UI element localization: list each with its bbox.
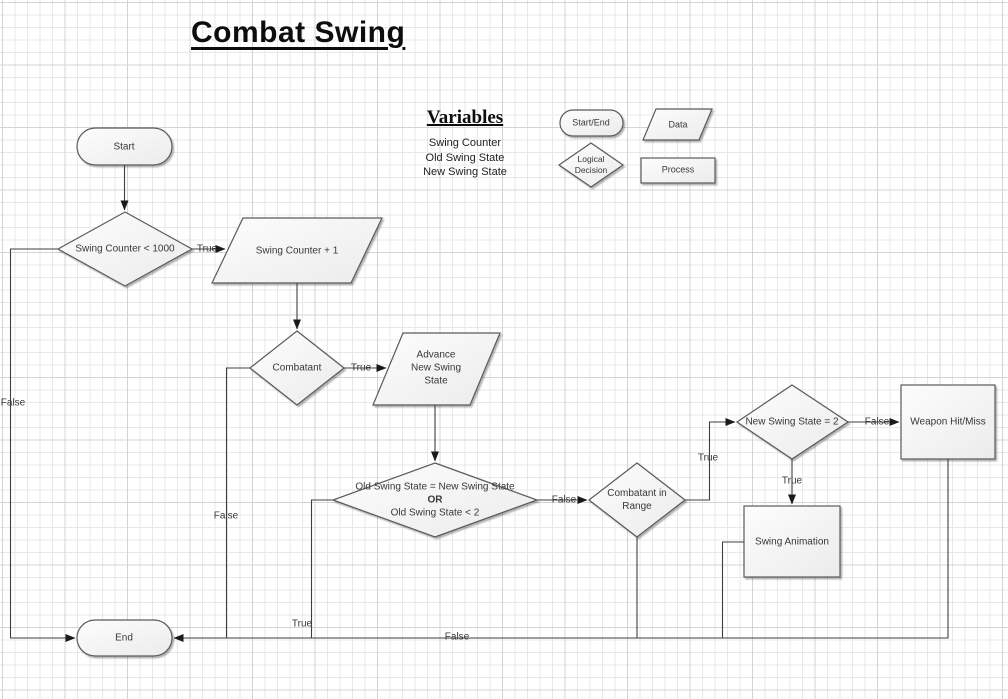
variables-heading: Variables	[426, 107, 504, 128]
node-label-start: Start	[113, 141, 135, 153]
edge-animation-down	[721, 541, 744, 638]
variable-item: Old Swing State	[425, 151, 505, 164]
node-label-weapon-hit-miss: Weapon Hit/Miss	[910, 416, 986, 428]
variable-item: Swing Counter	[428, 137, 502, 149]
legend-decision-label: Logical Decision	[574, 154, 608, 175]
legend-data-shape[interactable]	[642, 108, 713, 141]
node-label-old-swing-check: Old Swing State = New Swing State OR Old…	[355, 481, 515, 519]
node-swing-counter-inc-shape[interactable]	[211, 217, 383, 284]
page-title: Combat Swing	[191, 16, 406, 49]
node-label-advance: Advance New Swing State	[410, 349, 462, 387]
edge-label-counter-false: False	[0, 397, 26, 409]
legend-start-end-label: Start/End	[572, 117, 610, 128]
edge-check-false-to-end	[9, 248, 76, 642]
node-end-shape[interactable]	[76, 619, 173, 657]
node-label-swing-counter-check: Swing Counter < 1000	[75, 243, 175, 255]
edge-label-combatant-true: True	[350, 362, 372, 374]
node-label-swing-counter-inc: Swing Counter + 1	[255, 245, 339, 257]
edge-label-combatant-false: False	[213, 510, 239, 522]
edge-bottom-to-end	[173, 459, 949, 642]
edge-label-old-swing-false: False	[551, 494, 577, 506]
edge-combatant-false-down	[225, 367, 250, 638]
node-label-swing-animation: Swing Animation	[755, 536, 829, 548]
edge-range-true-to-state2	[685, 418, 736, 501]
node-swing-animation-shape[interactable]	[743, 505, 841, 578]
legend-decision-shape[interactable]	[557, 142, 625, 188]
node-label-combatant: Combatant	[272, 362, 322, 374]
variable-item: New Swing State	[423, 166, 507, 178]
node-old-swing-check-shape[interactable]	[331, 462, 539, 538]
edge-old-swing-true-down	[310, 499, 333, 638]
edge-label-state2-false: False	[864, 416, 890, 428]
node-label-combatant-in-range: Combatant in Range	[607, 488, 667, 512]
legend-data-label: Data	[668, 119, 688, 130]
legend-start-end-shape[interactable]	[559, 109, 624, 137]
edge-label-old-swing-true: True	[291, 618, 313, 630]
variables-list: Swing Counter Old Swing State New Swing …	[423, 136, 507, 180]
edge-label-in-range-false: False	[444, 631, 470, 643]
legend-process-label: Process	[661, 164, 695, 175]
edge-label-counter-true: True	[196, 243, 218, 255]
legend-process-shape[interactable]	[640, 157, 716, 184]
edge-label-state2-true: True	[781, 475, 803, 487]
node-label-end: End	[115, 632, 133, 644]
node-label-new-swing-state-check: New Swing State = 2	[745, 416, 839, 428]
node-swing-counter-check-shape[interactable]	[56, 211, 194, 287]
node-combatant-shape[interactable]	[249, 330, 345, 406]
node-advance-shape[interactable]	[372, 332, 501, 406]
edge-label-in-range-true: True	[697, 452, 719, 464]
